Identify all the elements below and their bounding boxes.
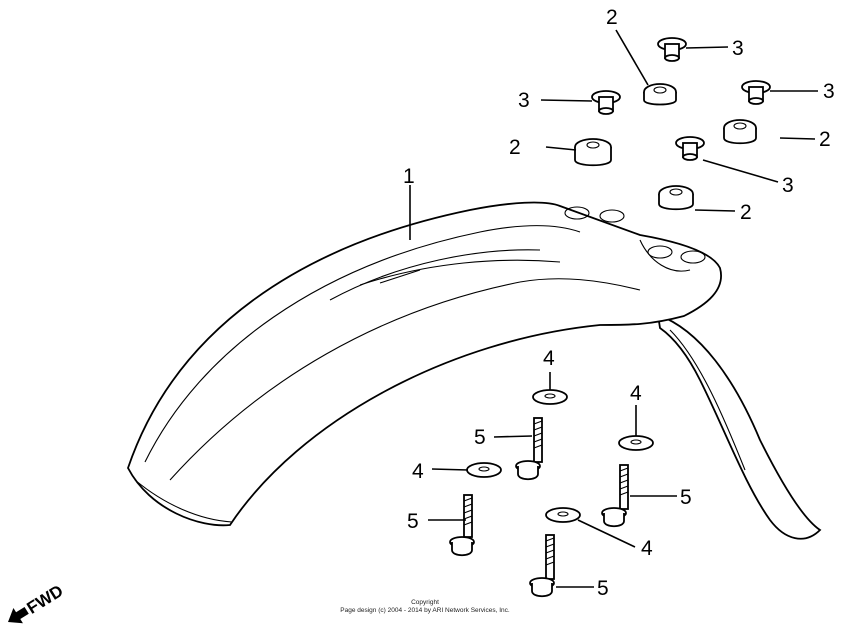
- grommet[interactable]: [658, 185, 694, 211]
- flange-bolt[interactable]: [601, 464, 629, 528]
- callout-bolt: 5: [597, 577, 609, 600]
- callout-washer: 4: [543, 347, 555, 370]
- callout-grommet: 2: [606, 6, 618, 29]
- callout-bolt: 5: [407, 510, 419, 533]
- grommet[interactable]: [574, 138, 612, 167]
- forward-direction-indicator: FWD: [8, 581, 67, 624]
- callout-collar: 3: [823, 80, 835, 103]
- callout-collar: 3: [732, 37, 744, 60]
- callout-collar: 3: [782, 174, 794, 197]
- grommet[interactable]: [723, 119, 757, 145]
- callout-bolt: 5: [474, 426, 486, 449]
- callout-grommet: 2: [509, 136, 521, 159]
- direction-label: FWD: [24, 581, 67, 618]
- callout-collar: 3: [518, 89, 530, 112]
- collar[interactable]: [657, 37, 687, 62]
- front-fender[interactable]: [127, 201, 822, 540]
- callout-washer: 4: [412, 460, 424, 483]
- callout-washer: 4: [630, 382, 642, 405]
- callout-grommet: 2: [740, 201, 752, 224]
- washer[interactable]: [545, 507, 581, 523]
- flange-bolt[interactable]: [515, 417, 543, 481]
- washer[interactable]: [532, 389, 568, 405]
- flange-bolt[interactable]: [529, 534, 555, 598]
- callout-fender: 1: [403, 165, 415, 188]
- callout-grommet: 2: [819, 128, 831, 151]
- callout-bolt: 5: [680, 486, 692, 509]
- collar[interactable]: [675, 136, 705, 161]
- leader-lines: [409, 29, 818, 588]
- washer[interactable]: [466, 462, 502, 478]
- copyright-line-1: Copyright: [411, 599, 439, 606]
- grommet[interactable]: [643, 83, 677, 106]
- washer[interactable]: [618, 435, 654, 451]
- callout-washer: 4: [641, 537, 653, 560]
- copyright-line-2: Page design (c) 2004 - 2014 by ARI Netwo…: [340, 607, 510, 614]
- collar[interactable]: [741, 80, 771, 105]
- collar[interactable]: [591, 90, 621, 115]
- arrow-left-icon: [8, 606, 29, 624]
- flange-bolt[interactable]: [449, 494, 475, 557]
